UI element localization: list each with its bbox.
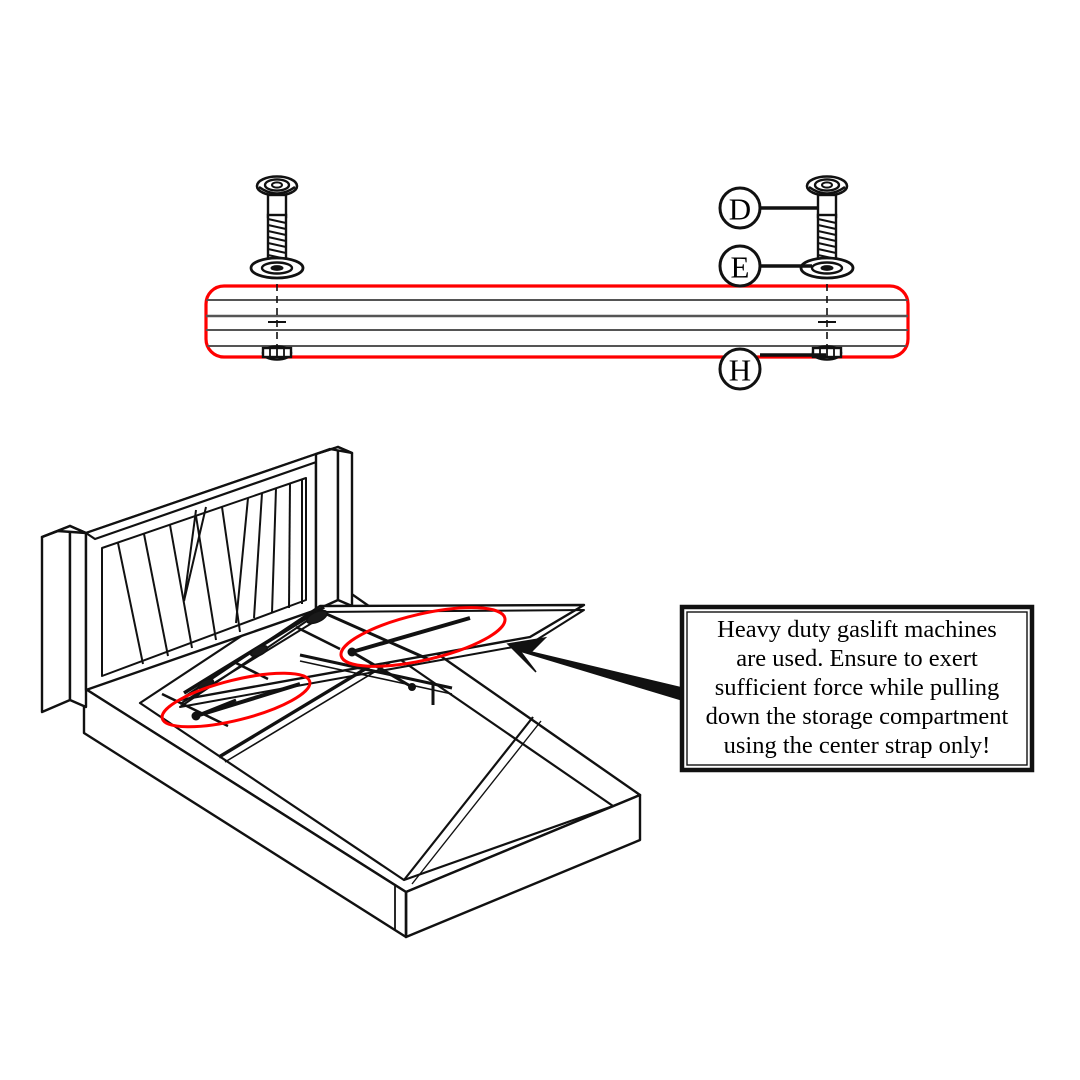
nut-right — [811, 345, 843, 361]
callout-circle-H — [718, 347, 762, 391]
callout-box — [679, 604, 1035, 773]
callout-label-H: H — [729, 353, 751, 388]
fastener-stack-right — [799, 175, 855, 361]
left-post-front — [40, 524, 72, 714]
lift-platform — [161, 603, 586, 728]
slat-3 — [169, 524, 193, 649]
right-post-side — [336, 445, 354, 608]
callout-text-line-4: down the storage compartment — [706, 703, 1009, 730]
slat-v-left — [183, 509, 197, 602]
callout-text-line-1: Heavy duty gaslift machines — [717, 616, 997, 643]
headboard-left-post — [40, 524, 88, 714]
left-post-side — [68, 524, 88, 709]
callout-label-E: E — [731, 250, 750, 285]
rail-outline — [204, 284, 910, 359]
bed-isometric-view — [40, 445, 642, 939]
slat-v-right — [183, 506, 207, 602]
platform-cross-1 — [321, 610, 431, 662]
slat-rail-1-edge — [299, 660, 453, 695]
gaslift-pivot-left — [191, 711, 201, 721]
right-post-front — [314, 445, 340, 612]
gaslift-strut-right-arm — [351, 650, 413, 689]
nut-left — [261, 345, 293, 361]
headboard-right-post — [314, 445, 354, 612]
right-post-top — [314, 445, 354, 456]
gaslift-highlights — [160, 606, 507, 729]
platform-cross-2 — [295, 625, 341, 651]
headboard-inner-field — [101, 477, 307, 677]
washer-left — [249, 256, 305, 280]
washer-right — [799, 256, 855, 280]
rail-inner-lines — [206, 299, 908, 347]
platform-cross-3 — [235, 661, 269, 681]
gaslift-strut-right — [351, 616, 471, 654]
highlight-ellipse-left-strut — [160, 671, 312, 729]
slat-7 — [253, 492, 263, 619]
slat-rail-1 — [299, 653, 453, 690]
callout-text-line-5: using the center strap only! — [724, 732, 991, 759]
callout-text-line-2: are used. Ensure to exert — [736, 645, 978, 672]
slat-9 — [288, 482, 291, 609]
callout-box-inner-rule — [686, 611, 1028, 766]
gaslift-pivot-right — [347, 647, 357, 657]
callout-circle-E — [718, 244, 762, 288]
callout-arrow — [506, 636, 683, 702]
rail-exploded-view: D E H — [204, 175, 910, 391]
callout-label-D: D — [729, 192, 751, 227]
hardware-callout-H[interactable]: H — [718, 347, 826, 391]
headboard-chevron-slats — [117, 479, 303, 665]
highlight-ellipse-right-strut — [339, 606, 507, 668]
center-support-line — [403, 716, 534, 881]
hardware-callout-E[interactable]: E — [718, 244, 812, 288]
slat-1 — [117, 542, 144, 665]
side-rail — [204, 284, 910, 359]
hardware-callout-D[interactable]: D — [718, 186, 818, 230]
slat-8 — [271, 487, 277, 614]
slat-6 — [235, 497, 249, 624]
headboard — [40, 445, 354, 714]
warning-callout[interactable]: Heavy duty gaslift machines are used. En… — [506, 604, 1035, 773]
callout-circle-D — [718, 186, 762, 230]
center-support-edge — [411, 720, 542, 885]
slat-2 — [143, 533, 169, 657]
fastener-stack-left — [249, 175, 305, 361]
slat-rail-2 — [161, 692, 229, 728]
callout-text-line-3: sufficient force while pulling — [715, 674, 1000, 701]
